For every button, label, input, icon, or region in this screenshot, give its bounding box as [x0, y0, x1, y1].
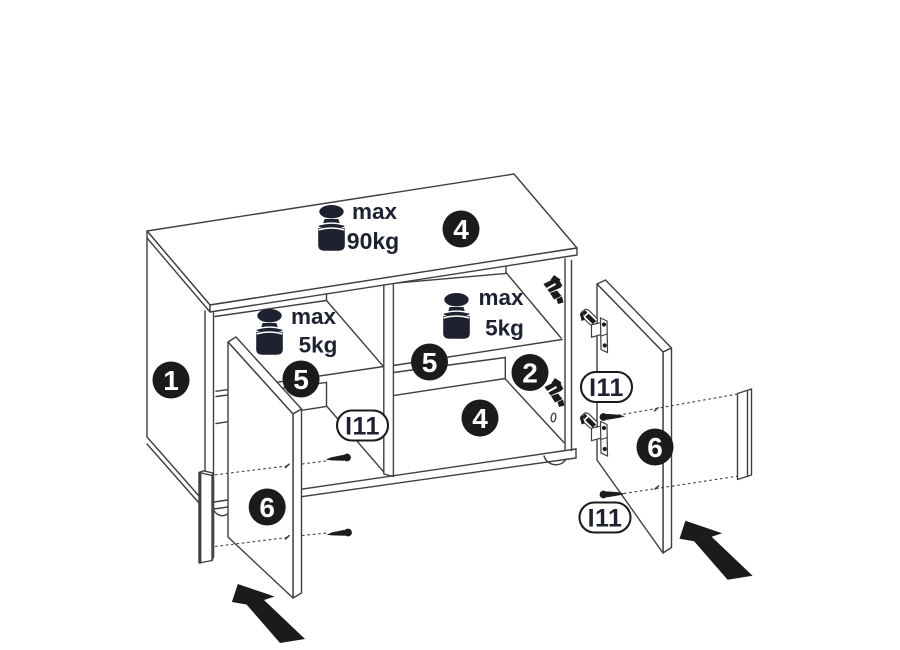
- svg-text:max: max: [352, 199, 398, 224]
- svg-text:5kg: 5kg: [299, 333, 338, 358]
- svg-text:5kg: 5kg: [485, 316, 524, 341]
- svg-text:1: 1: [163, 365, 179, 396]
- svg-text:4: 4: [472, 403, 488, 434]
- svg-text:5: 5: [293, 364, 309, 395]
- svg-text:90kg: 90kg: [347, 228, 399, 254]
- svg-text:I11: I11: [345, 413, 380, 441]
- svg-text:4: 4: [453, 214, 469, 245]
- svg-text:5: 5: [422, 347, 438, 378]
- svg-text:I11: I11: [588, 505, 623, 533]
- svg-text:6: 6: [259, 492, 275, 523]
- svg-text:max: max: [291, 304, 337, 329]
- svg-text:I11: I11: [589, 374, 624, 402]
- svg-text:6: 6: [647, 432, 663, 463]
- svg-text:2: 2: [522, 358, 538, 389]
- svg-text:max: max: [478, 285, 524, 310]
